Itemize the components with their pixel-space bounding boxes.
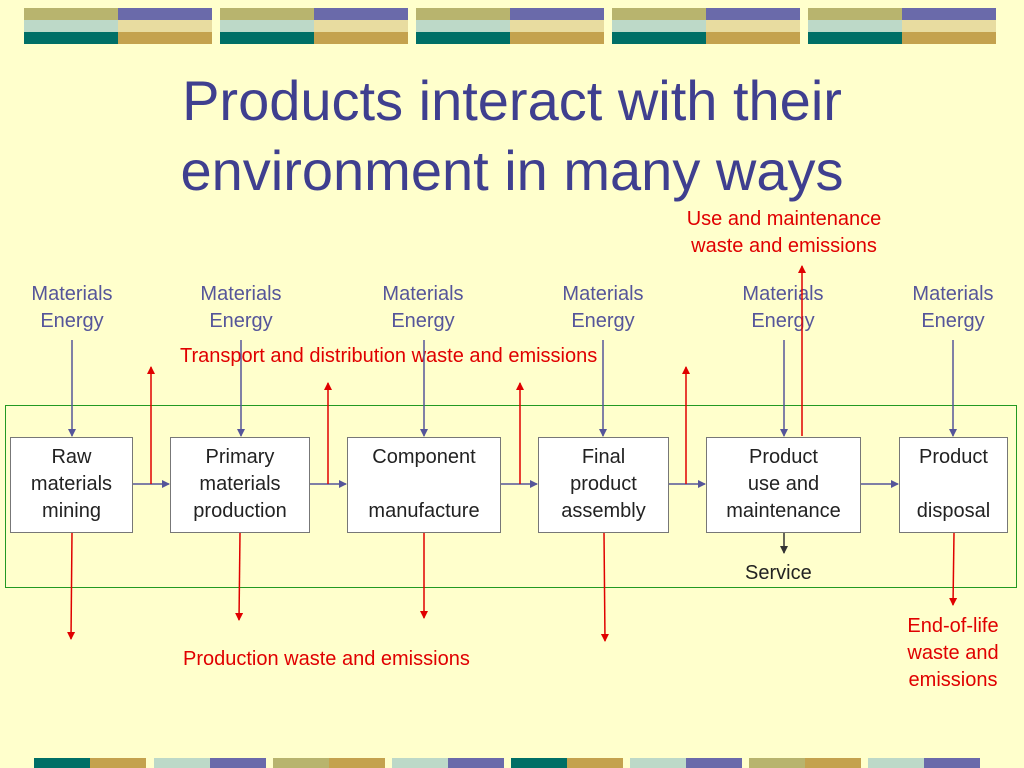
top-tile-2-a (416, 8, 510, 20)
production-waste-arrow-final (600, 532, 609, 642)
use-maintenance-waste-label: Use and maintenance waste and emissions (686, 208, 882, 257)
bottom-decoration-bar (34, 758, 980, 768)
end-of-life-arrow (949, 532, 958, 606)
top-tile-3-b (706, 8, 800, 20)
bottom-tile-7-b (924, 758, 980, 768)
stage-final-product-assembly: Final product assembly (538, 437, 669, 533)
lifecycle-frame (5, 405, 1017, 588)
bottom-tile-2-b (329, 758, 385, 768)
top-tile-3-a (612, 8, 706, 20)
top-tile-0-b (118, 8, 212, 20)
stage-raw-materials-mining: Raw materials mining (10, 437, 133, 533)
bottom-tile-1-a (154, 758, 210, 768)
top-tile-1-f (314, 32, 408, 44)
bottom-tile-3-b (448, 758, 504, 768)
stage-product-use-maintenance: Product use and maintenance (706, 437, 861, 533)
top-tile-0-e (24, 32, 118, 44)
top-tile-0-d (118, 20, 212, 32)
slide-title: Products interact with their environment… (0, 66, 1024, 206)
top-tile-1-e (220, 32, 314, 44)
top-tile-4-d (902, 20, 996, 32)
top-tile-2-f (510, 32, 604, 44)
bottom-tile-5-a (630, 758, 686, 768)
top-tile-2-b (510, 8, 604, 20)
top-tile-0-f (118, 32, 212, 44)
top-tile-4-b (902, 8, 996, 20)
top-tile-1-a (220, 8, 314, 20)
top-tile-3-e (612, 32, 706, 44)
top-tile-4-e (808, 32, 902, 44)
slide-title-line-1: Products interact with their (182, 69, 842, 132)
transport-waste-label: Transport and distribution waste and emi… (180, 345, 598, 367)
top-tile-0-a (24, 8, 118, 20)
slide-title-line-2: environment in many ways (180, 139, 844, 202)
bottom-tile-6-a (749, 758, 805, 768)
top-tile-2-e (416, 32, 510, 44)
bottom-tile-3-a (392, 758, 448, 768)
production-waste-arrow-raw (67, 532, 76, 640)
stage-component-manufacture: Component manufacture (347, 437, 501, 533)
bottom-tile-0-b (90, 758, 146, 768)
top-tile-4-a (808, 8, 902, 20)
bottom-tile-2-a (273, 758, 329, 768)
top-tile-2-d (510, 20, 604, 32)
bottom-tile-5-b (686, 758, 742, 768)
top-tile-1-b (314, 8, 408, 20)
bottom-tile-4-a (511, 758, 567, 768)
top-tile-3-f (706, 32, 800, 44)
production-waste-arrow-primary (235, 532, 244, 621)
service-label: Service (745, 562, 812, 584)
stage-primary-materials-production: Primary materials production (170, 437, 310, 533)
top-tile-4-f (902, 32, 996, 44)
production-waste-label: Production waste and emissions (183, 648, 470, 670)
top-decoration-bar (24, 8, 996, 44)
bottom-tile-1-b (210, 758, 266, 768)
top-tile-3-d (706, 20, 800, 32)
bottom-tile-6-b (805, 758, 861, 768)
end-of-life-waste-label: End-of-life waste and emissions (907, 615, 999, 691)
top-tile-1-d (314, 20, 408, 32)
stage-product-disposal: Product disposal (899, 437, 1008, 533)
bottom-tile-0-a (34, 758, 90, 768)
bottom-tile-4-b (567, 758, 623, 768)
bottom-tile-7-a (868, 758, 924, 768)
